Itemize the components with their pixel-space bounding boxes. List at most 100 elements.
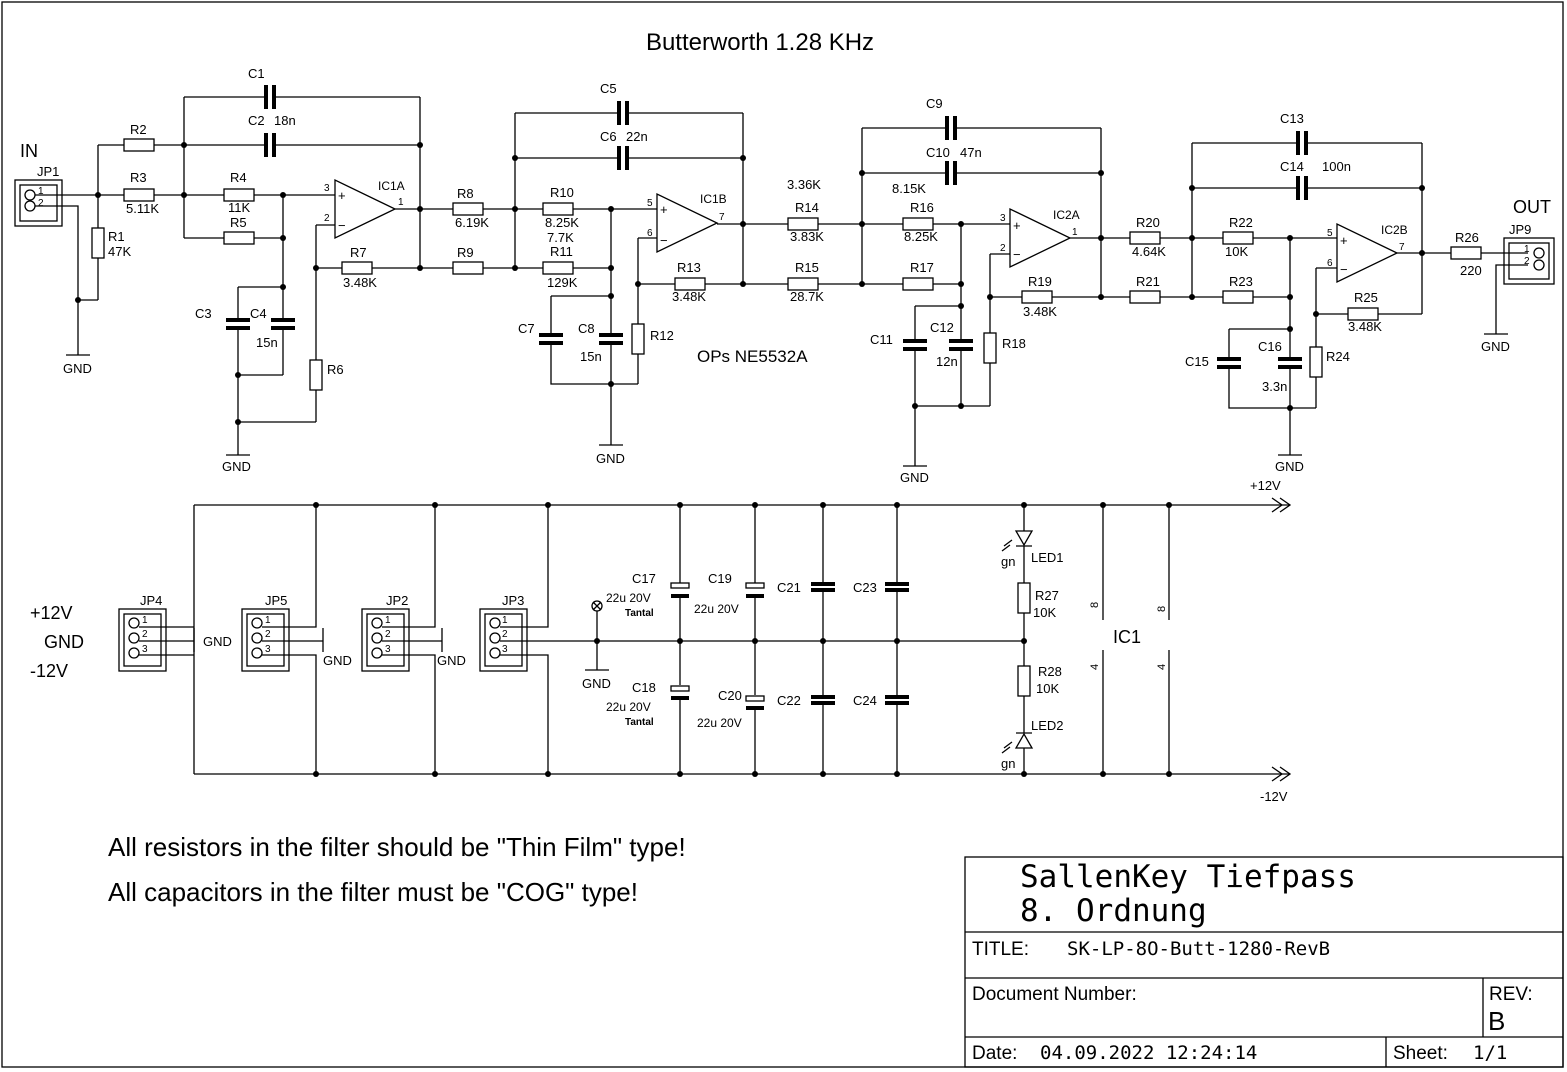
svg-text:22u 20V: 22u 20V <box>606 591 651 605</box>
svg-text:R23: R23 <box>1229 274 1253 289</box>
svg-text:1: 1 <box>1072 227 1078 238</box>
svg-text:22u 20V: 22u 20V <box>694 602 739 616</box>
svg-text:2: 2 <box>265 629 271 640</box>
svg-text:10K: 10K <box>1036 681 1059 696</box>
opamp-ic1b <box>656 192 719 254</box>
resistor-r3 <box>123 188 155 202</box>
svg-text:R6: R6 <box>327 362 344 377</box>
svg-text:−: − <box>1013 247 1021 262</box>
svg-text:−: − <box>660 233 668 248</box>
svg-text:220: 220 <box>1460 263 1482 278</box>
svg-text:R28: R28 <box>1038 664 1062 679</box>
svg-text:2: 2 <box>502 629 508 640</box>
resistor-r18 <box>983 332 997 364</box>
svg-text:R26: R26 <box>1455 230 1479 245</box>
svg-text:3.48K: 3.48K <box>1348 319 1382 334</box>
junction-dots <box>75 142 1425 425</box>
svg-text:15n: 15n <box>256 335 278 350</box>
svg-text:R7: R7 <box>350 245 367 260</box>
svg-text:15n: 15n <box>580 349 602 364</box>
svg-text:5: 5 <box>647 198 653 209</box>
svg-text:GND: GND <box>900 470 929 485</box>
svg-text:IC1: IC1 <box>1113 627 1141 647</box>
jp4-connector: 1 2 3 JP4 GND <box>118 593 232 672</box>
resistor-r5 <box>223 231 255 245</box>
svg-text:6: 6 <box>647 228 653 239</box>
svg-text:LED2: LED2 <box>1031 718 1064 733</box>
svg-text:JP4: JP4 <box>140 593 162 608</box>
svg-text:-12V: -12V <box>1260 789 1288 804</box>
svg-text:C16: C16 <box>1258 339 1282 354</box>
svg-text:C3: C3 <box>195 306 212 321</box>
svg-text:C1: C1 <box>248 66 265 81</box>
opamp-ic2b <box>1336 222 1399 284</box>
svg-text:11K: 11K <box>228 200 250 215</box>
resistor-r22 <box>1222 231 1254 245</box>
resistor-r19 <box>1021 290 1053 304</box>
svg-text:GND: GND <box>203 634 232 649</box>
svg-text:8.25K: 8.25K <box>545 215 579 230</box>
svg-text:22u 20V: 22u 20V <box>697 716 742 730</box>
svg-text:C17: C17 <box>632 571 656 586</box>
svg-text:2: 2 <box>385 629 391 640</box>
svg-text:C4: C4 <box>250 306 267 321</box>
jp9-connector <box>1503 237 1555 285</box>
resistor-r17 <box>902 277 934 291</box>
svg-text:5: 5 <box>1327 228 1333 239</box>
jp2-connector: 1 2 3 JP2 GND <box>361 505 466 774</box>
svg-text:3.3n: 3.3n <box>1262 379 1287 394</box>
svg-text:GND: GND <box>1275 459 1304 474</box>
svg-text:R15: R15 <box>795 260 819 275</box>
svg-text:C8: C8 <box>578 321 595 336</box>
svg-text:C11: C11 <box>870 332 893 347</box>
svg-text:+12V: +12V <box>30 603 73 623</box>
svg-text:R8: R8 <box>457 186 474 201</box>
svg-text:R19: R19 <box>1028 274 1052 289</box>
note-capacitors: All capacitors in the filter must be "CO… <box>108 877 638 907</box>
svg-text:R21: R21 <box>1136 274 1160 289</box>
resistor-r25 <box>1347 307 1379 321</box>
stage-3: R14 3.83K 3.36K R15 28.7K C9 C10 47n 8.1… <box>743 96 1130 485</box>
svg-text:C7: C7 <box>518 321 535 336</box>
svg-text:3.36K: 3.36K <box>787 177 821 192</box>
svg-text:4.64K: 4.64K <box>1132 244 1166 259</box>
svg-text:GND: GND <box>222 459 251 474</box>
out-label: OUT <box>1513 197 1551 217</box>
svg-text:JP9: JP9 <box>1509 222 1531 237</box>
svg-text:C24: C24 <box>853 693 877 708</box>
svg-text:GND: GND <box>582 676 611 691</box>
svg-text:R16: R16 <box>910 200 934 215</box>
svg-text:1: 1 <box>502 615 508 626</box>
opamp-ic2a <box>1009 207 1072 269</box>
svg-text:7: 7 <box>1399 242 1405 253</box>
resistor-r11 <box>542 261 574 275</box>
svg-text:22u 20V: 22u 20V <box>606 700 651 714</box>
svg-text:1: 1 <box>1524 244 1530 255</box>
opamp-ic1a <box>334 178 397 240</box>
svg-text:6: 6 <box>1327 258 1333 269</box>
svg-text:R4: R4 <box>230 170 247 185</box>
page-title: Butterworth 1.28 KHz <box>646 29 874 56</box>
svg-text:10K: 10K <box>1225 244 1248 259</box>
stage-2: R8 6.19K R9 C5 C6 22n R10 8.25K 7.7K R11… <box>420 81 808 466</box>
svg-text:2: 2 <box>324 213 330 224</box>
svg-text:R14: R14 <box>795 200 819 215</box>
svg-text:3.48K: 3.48K <box>672 289 706 304</box>
svg-text:C21: C21 <box>777 580 801 595</box>
svg-text:4: 4 <box>1089 664 1101 670</box>
resistor-r20 <box>1129 231 1161 245</box>
jp1-connector <box>14 179 63 227</box>
svg-text:JP3: JP3 <box>502 593 524 608</box>
svg-text:JP2: JP2 <box>386 593 408 608</box>
resistor-r10 <box>542 202 574 216</box>
svg-text:8: 8 <box>1089 602 1101 608</box>
svg-text:100n: 100n <box>1322 159 1351 174</box>
svg-text:Document Number:: Document Number: <box>972 984 1137 1005</box>
svg-text:3.83K: 3.83K <box>790 229 824 244</box>
svg-text:Tantal: Tantal <box>625 608 654 619</box>
svg-text:C2: C2 <box>248 113 265 128</box>
svg-text:+: + <box>1013 218 1021 233</box>
svg-text:C23: C23 <box>853 580 877 595</box>
svg-text:47n: 47n <box>960 145 982 160</box>
